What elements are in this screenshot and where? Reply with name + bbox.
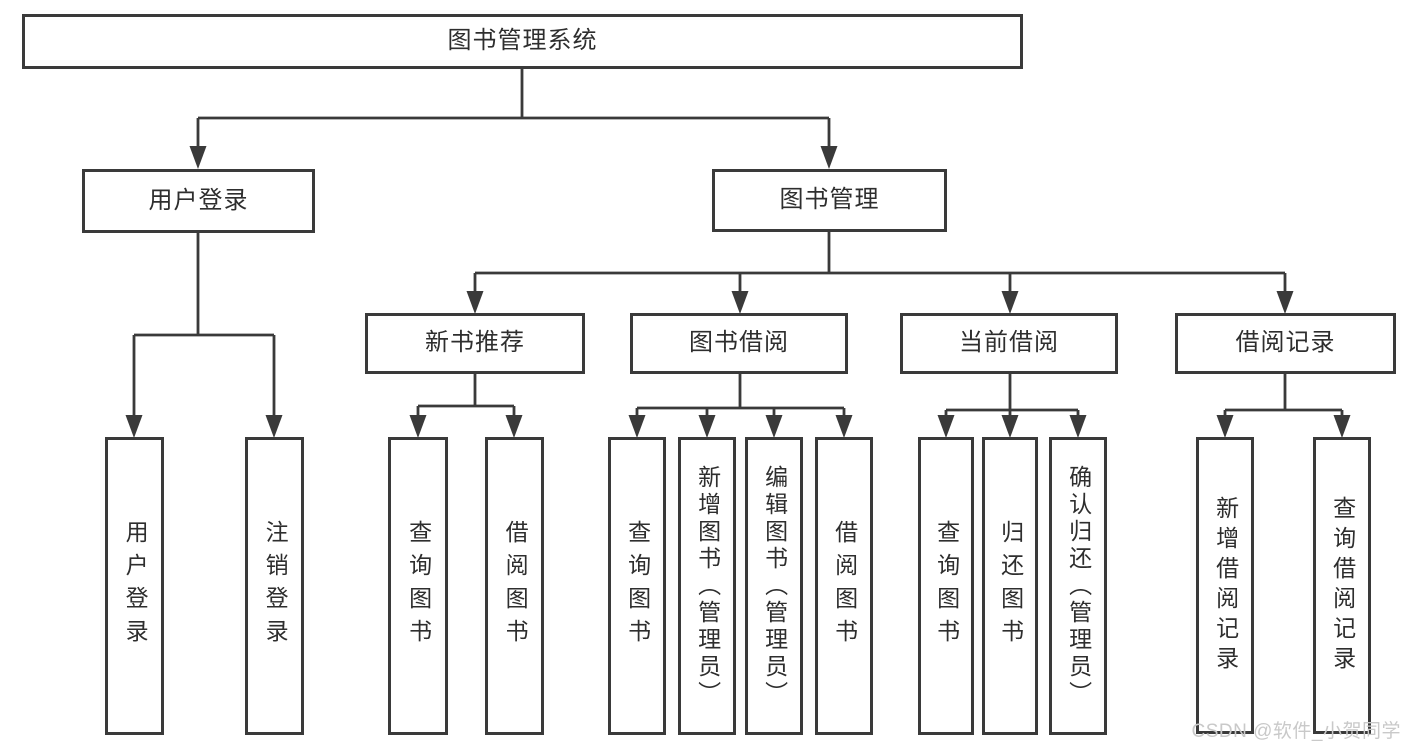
watermark: CSDN @软件_小贺同学 — [1191, 721, 1401, 742]
arrowhead-icon — [1276, 291, 1294, 314]
arrowhead-icon — [1069, 415, 1087, 438]
arrowhead-icon — [409, 415, 427, 438]
node-leaf-borrow-books-2: 借阅图书 — [815, 437, 873, 735]
node-current-borrow: 当前借阅 — [900, 313, 1118, 374]
arrowhead-icon — [265, 415, 283, 438]
node-leaf-user-login: 用户登录 — [105, 437, 164, 735]
node-leaf-query-books-2: 查询图书 — [608, 437, 666, 735]
node-borrow-records: 借阅记录 — [1175, 313, 1396, 374]
node-leaf-edit-books: 编辑图书（管理员） — [745, 437, 803, 735]
arrowhead-icon — [698, 415, 716, 438]
node-book-mgmt: 图书管理 — [712, 169, 947, 232]
arrowhead-icon — [125, 415, 143, 438]
node-leaf-return-books: 归还图书 — [982, 437, 1038, 735]
arrowhead-icon — [505, 415, 523, 438]
node-leaf-add-borrow-record: 新增借阅记录 — [1196, 437, 1254, 734]
arrowhead-icon — [1001, 291, 1019, 314]
node-book-borrow: 图书借阅 — [630, 313, 848, 374]
node-leaf-confirm-return: 确认归还（管理员） — [1049, 437, 1107, 735]
arrowhead-icon — [731, 291, 749, 314]
node-leaf-add-books: 新增图书（管理员） — [678, 437, 736, 735]
arrowhead-icon — [1001, 415, 1019, 438]
node-root: 图书管理系统 — [22, 14, 1023, 69]
arrowhead-icon — [835, 415, 853, 438]
arrowhead-icon — [189, 146, 207, 169]
arrowhead-icon — [765, 415, 783, 438]
arrowhead-icon — [466, 291, 484, 314]
node-leaf-borrow-books-1: 借阅图书 — [485, 437, 544, 735]
arrowhead-icon — [820, 146, 838, 169]
arrowhead-icon — [628, 415, 646, 438]
arrowhead-icon — [1333, 415, 1351, 438]
arrowhead-icon — [937, 415, 955, 438]
node-user-login: 用户登录 — [82, 169, 315, 233]
node-new-book-rec: 新书推荐 — [365, 313, 585, 374]
node-leaf-query-books-3: 查询图书 — [918, 437, 974, 735]
node-leaf-query-books-1: 查询图书 — [388, 437, 448, 735]
arrowhead-icon — [1216, 415, 1234, 438]
node-leaf-query-borrow-record: 查询借阅记录 — [1313, 437, 1371, 734]
node-leaf-logout: 注销登录 — [245, 437, 304, 735]
